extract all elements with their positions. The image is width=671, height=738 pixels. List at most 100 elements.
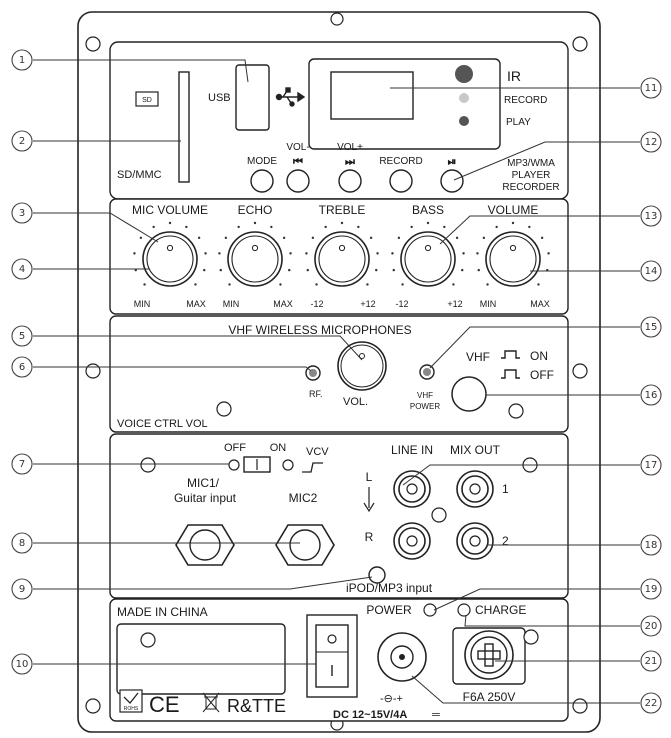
callout-number: 11 — [645, 83, 658, 94]
knob-tick-dot — [369, 236, 373, 240]
callout-leader — [33, 366, 312, 372]
line-in-label: LINE IN — [391, 443, 433, 457]
panel-hole — [140, 457, 156, 473]
callout-marker: 6 — [11, 356, 33, 378]
mix-out-label: MIX OUT — [450, 443, 501, 457]
knob-tick-dot — [340, 221, 344, 225]
callout-number: 10 — [16, 659, 29, 670]
weee-bin-icon — [202, 692, 220, 713]
vhf-power-led-inner — [423, 368, 431, 376]
bass-plus: +12 — [447, 299, 462, 309]
knob-tick-dot — [253, 221, 257, 225]
vhf-on-label: ON — [530, 349, 548, 363]
vol-plus-label: VOL+ — [337, 142, 363, 153]
knob-tick-dot — [376, 252, 379, 255]
mic-volume-knob[interactable] — [133, 221, 207, 287]
vhf-title: VHF WIRELESS MICROPHONES — [228, 323, 411, 337]
mic1-label-1: MIC1/ — [187, 476, 220, 490]
bass-minus: -12 — [395, 299, 408, 309]
power-led — [423, 603, 437, 617]
callout-marker: 10 — [11, 653, 33, 675]
callout-number: 17 — [645, 460, 658, 471]
callout-number: 4 — [19, 264, 25, 275]
vhf-power-switch[interactable] — [451, 376, 487, 412]
mix-out-1-jack[interactable] — [456, 470, 494, 508]
callout-circle — [640, 316, 662, 338]
knob-outer — [227, 231, 283, 287]
knob-outer — [400, 231, 456, 287]
rohs-check-icon — [123, 692, 139, 704]
line-in-l-jack[interactable] — [393, 470, 431, 508]
vol-minus-button[interactable] — [286, 169, 310, 193]
callout-number: 15 — [645, 322, 658, 333]
sd-card-slot[interactable] — [178, 71, 190, 183]
knob-tick-dot — [289, 252, 292, 255]
vhf-volume-knob[interactable] — [337, 341, 387, 391]
play-pause-button[interactable] — [440, 169, 464, 193]
knob-tick-dot — [401, 283, 404, 286]
voice-ctrl-vol-trim[interactable] — [216, 401, 232, 417]
treble-knob[interactable] — [305, 221, 379, 287]
knob-tick-dot — [452, 283, 455, 286]
callout-circle — [11, 653, 33, 675]
knob-pointer — [509, 244, 517, 252]
sd-icon-label: SD — [142, 97, 152, 104]
mode-button[interactable] — [250, 169, 274, 193]
vol-plus-button[interactable] — [338, 169, 362, 193]
volume-knob[interactable] — [476, 221, 550, 287]
rtte-label: R&TTE — [227, 696, 286, 716]
ipod-input-jack[interactable] — [368, 566, 386, 584]
knob-tick-dot — [537, 283, 540, 286]
vol-minus-label: VOL- — [286, 142, 309, 153]
knob-tick-dot — [204, 252, 207, 255]
knob-pointer — [338, 244, 346, 252]
vcv-label: VCV — [306, 446, 329, 458]
mp3-line2: PLAYER — [512, 170, 551, 181]
mic2-jack-hole — [289, 529, 321, 561]
knob-tick-dot — [375, 268, 378, 272]
callout-leader — [33, 335, 363, 361]
play-led-label: PLAY — [506, 117, 531, 128]
vhf-power-label-1: VHF — [417, 391, 433, 400]
knob-tick-dot — [486, 283, 489, 286]
callout-number: 7 — [19, 459, 25, 470]
knob-inner — [318, 235, 366, 283]
mix-out-2-jack[interactable] — [456, 522, 494, 560]
callout-circle — [11, 578, 33, 600]
voice-ctrl-label: VOICE CTRL VOL — [117, 418, 208, 430]
next-icon: ⏭ — [345, 156, 355, 168]
treble-plus: +12 — [360, 299, 375, 309]
mic1-jack-hole — [189, 529, 221, 561]
vhf-switch-label: VHF — [466, 350, 490, 364]
knob-outer — [142, 231, 198, 287]
usb-port[interactable] — [235, 64, 270, 131]
knob-tick-dot — [357, 225, 360, 229]
mount-hole — [572, 698, 588, 714]
polarity-symbol: -⊖-+ — [380, 693, 403, 705]
sd-icon — [135, 91, 159, 107]
rf-label: RF. — [309, 389, 323, 399]
callout-circle — [640, 454, 662, 476]
echo-knob[interactable] — [218, 221, 292, 287]
callout-circle — [11, 356, 33, 378]
line-in-r-jack[interactable] — [393, 522, 431, 560]
callout-marker: 17 — [640, 454, 662, 476]
record-button[interactable] — [389, 169, 413, 193]
knob-tick-dot — [133, 252, 136, 255]
knob-tick-dot — [168, 221, 172, 225]
panel-hole — [431, 507, 447, 523]
knob-tick-dot — [203, 268, 206, 272]
charge-label: CHARGE — [475, 603, 526, 617]
knob-tick-dot — [511, 221, 515, 225]
callout-circle — [11, 325, 33, 347]
lcd-display — [330, 71, 414, 120]
bass-knob[interactable] — [391, 221, 465, 287]
callout-circle — [640, 578, 662, 600]
callout-circle — [640, 205, 662, 227]
knob-tick-dot — [237, 225, 240, 229]
fuse-cross-icon — [477, 643, 501, 667]
knob-tick-dot — [366, 283, 369, 286]
knob-pointer — [166, 244, 174, 252]
power-rocker-switch[interactable] — [315, 624, 349, 688]
